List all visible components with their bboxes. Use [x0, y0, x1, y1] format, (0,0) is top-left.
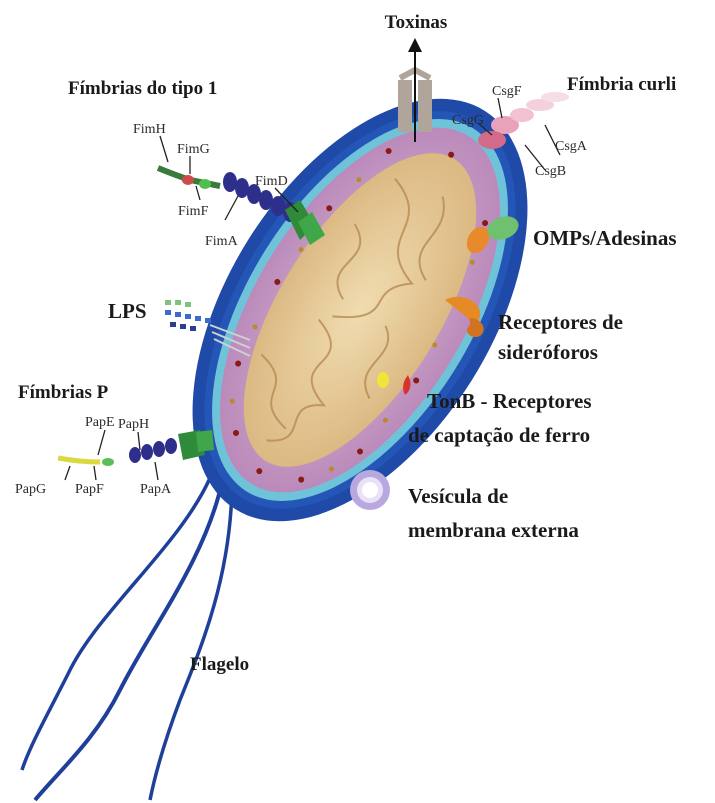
label-vesicula-1: Vesícula de: [408, 484, 508, 508]
flagellum: [22, 478, 232, 800]
p-fimbria: [58, 430, 214, 466]
label-tonb-1: TonB - Receptores: [427, 389, 592, 413]
label-csgb: CsgB: [535, 164, 566, 179]
label-paph: PapH: [118, 417, 149, 432]
label-papa: PapA: [140, 482, 172, 497]
label-fimh: FimH: [133, 122, 166, 137]
label-vesicula-2: membrana externa: [408, 518, 579, 542]
label-fimbrias-p: Fímbrias P: [18, 382, 109, 403]
label-fimg: FimG: [177, 142, 210, 157]
label-fimbria-curli: Fímbria curli: [567, 74, 676, 95]
label-fimd: FimD: [255, 174, 288, 189]
label-papf: PapF: [75, 482, 104, 497]
vesicle-icon: [350, 470, 390, 510]
label-receptores-2: sideróforos: [498, 340, 598, 364]
label-fima: FimA: [205, 234, 239, 249]
label-csga: CsgA: [555, 139, 588, 154]
label-flagelo: Flagelo: [190, 654, 249, 675]
label-fimbrias-tipo1: Fímbrias do tipo 1: [68, 78, 217, 99]
label-csgf: CsgF: [492, 84, 522, 99]
label-csgg: CsgG: [452, 113, 484, 128]
label-lps: LPS: [108, 299, 147, 323]
label-omps: OMPs/Adesinas: [533, 226, 677, 250]
label-toxinas: Toxinas: [385, 12, 448, 33]
label-fimf: FimF: [178, 204, 209, 219]
label-receptores-1: Receptores de: [498, 310, 623, 334]
label-pape: PapE: [85, 415, 115, 430]
label-papg: PapG: [15, 482, 46, 497]
label-tonb-2: de captação de ferro: [408, 423, 590, 447]
